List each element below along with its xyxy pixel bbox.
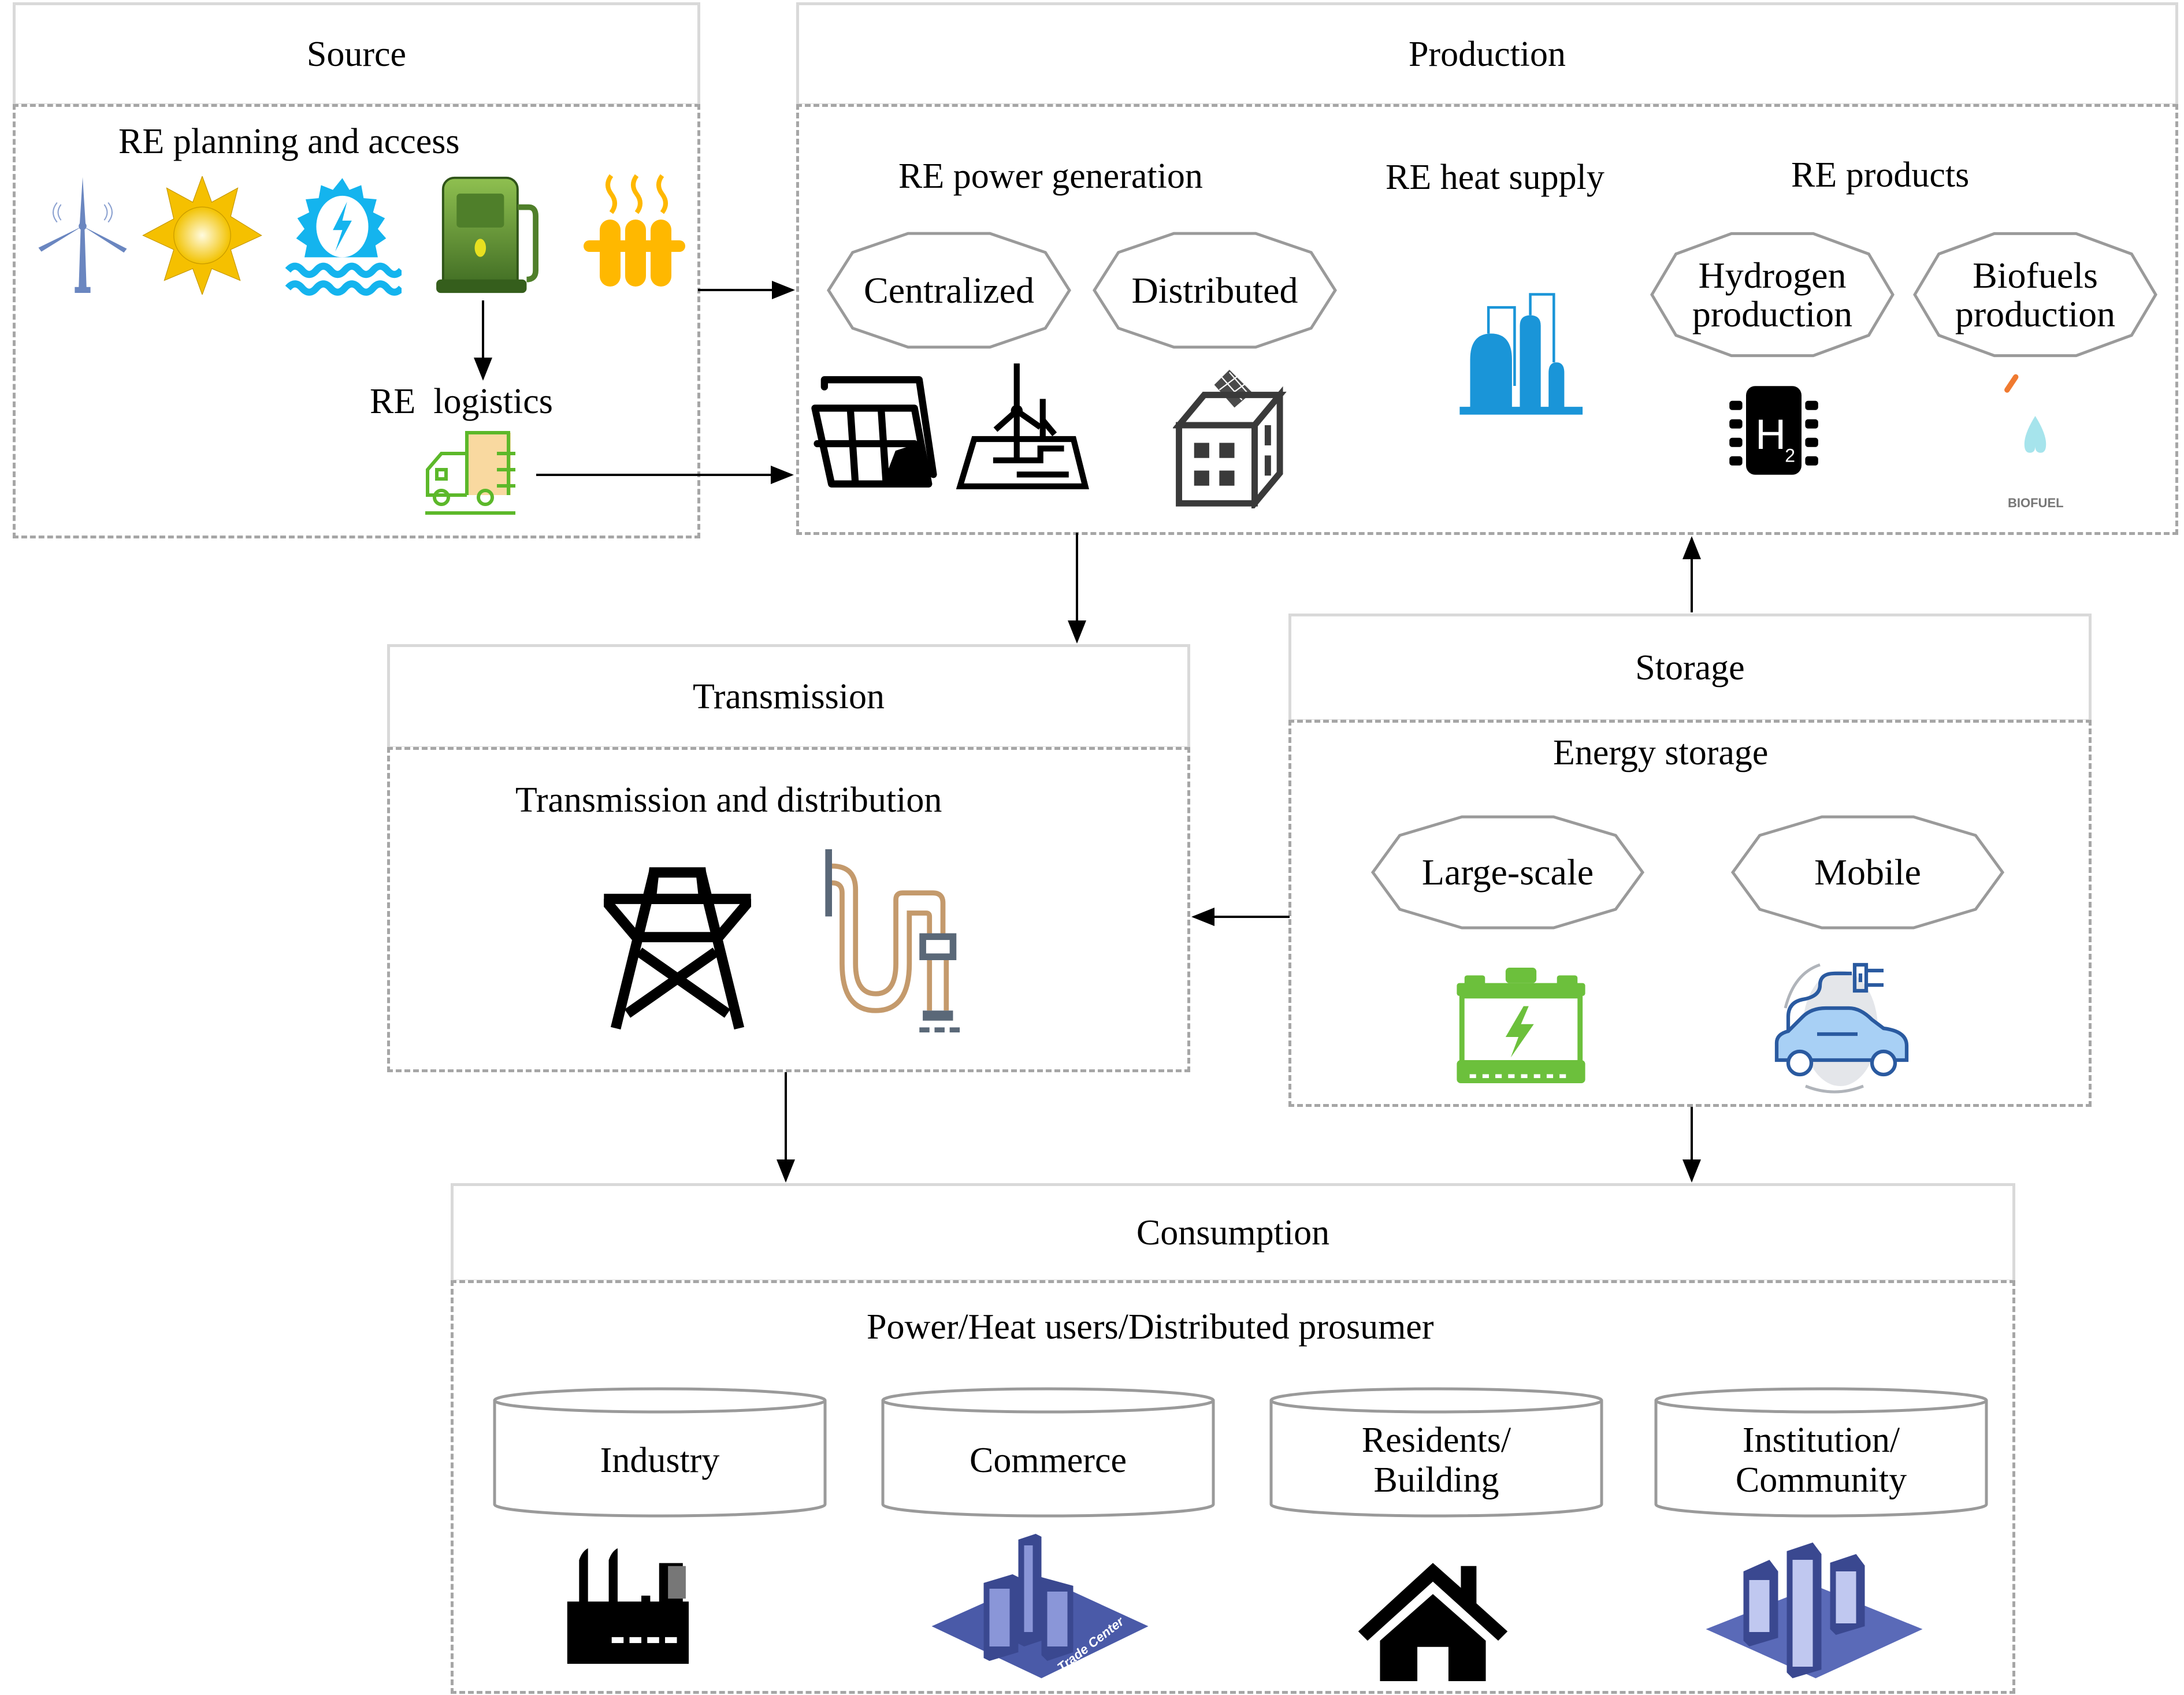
biofuel-pump-icon <box>430 173 546 298</box>
production-header: Production <box>796 2 2178 106</box>
biofuels-text: Biofuels production <box>1955 254 2116 334</box>
biofuel-drop-icon <box>1996 373 2066 459</box>
octagon-outline <box>1093 232 1337 349</box>
transmission-body <box>387 747 1190 1072</box>
user-commerce-label: Commerce <box>969 1440 1127 1480</box>
option-distributed: Distributed <box>1092 231 1338 350</box>
residents-line2: Building <box>1373 1460 1499 1500</box>
re-planning-label: RE planning and access <box>118 122 460 161</box>
option-distributed-label: Distributed <box>1131 269 1298 311</box>
octagon-outline <box>1370 815 1645 930</box>
institution-line1: Institution/ <box>1742 1421 1900 1460</box>
storage-header: Storage <box>1288 614 2092 722</box>
re-logistics-label: RE logistics <box>370 382 553 421</box>
wind-farm-icon <box>956 361 1089 491</box>
cylinder-outline <box>1269 1387 1603 1518</box>
cylinder-outline <box>1654 1387 1988 1518</box>
option-centralized: Centralized <box>826 231 1072 350</box>
production-title: Production <box>1408 34 1566 74</box>
option-biofuels-label: Biofuels production <box>1912 231 2158 358</box>
pipeline-icon <box>819 849 993 1034</box>
option-hydrogen-production: Hydrogen production <box>1650 231 1895 358</box>
user-residents-building: Residents/Building <box>1269 1387 1604 1518</box>
re-power-generation-label: RE power generation <box>898 157 1203 196</box>
source-title: Source <box>306 34 407 74</box>
commercial-buildings-icon: Trade Center <box>930 1534 1150 1678</box>
option-large-scale-label: Large-scale <box>1421 852 1594 893</box>
hydrogen-text: Hydrogen production <box>1692 254 1853 334</box>
apartment-blocks-icon <box>1704 1537 1924 1681</box>
rooftop-solar-building-icon <box>1173 370 1288 508</box>
transmission-title: Transmission <box>693 676 885 716</box>
hydrogen-chip-icon: H 2 <box>1725 384 1823 477</box>
wind-turbine-icon <box>34 173 132 295</box>
heat-plant-tanks-icon <box>1456 292 1589 416</box>
power-tower-icon <box>604 867 751 1031</box>
cylinder-outline <box>493 1387 827 1518</box>
sun-icon <box>142 176 263 295</box>
storage-title: Storage <box>1635 648 1745 687</box>
option-mobile-label: Mobile <box>1814 852 1921 893</box>
source-header: Source <box>13 2 700 106</box>
consumption-title: Consumption <box>1136 1213 1330 1252</box>
consumption-header: Consumption <box>451 1183 2015 1283</box>
hydropower-icon <box>283 173 402 298</box>
solar-farm-icon <box>809 373 942 491</box>
geothermal-heat-icon <box>577 173 692 289</box>
option-centralized-label: Centralized <box>864 269 1034 311</box>
factory-icon <box>566 1548 716 1664</box>
octagon-outline <box>827 232 1071 349</box>
delivery-truck-icon <box>421 430 536 517</box>
power-heat-users-label: Power/Heat users/Distributed prosumer <box>867 1307 1434 1347</box>
option-large-scale: Large-scale <box>1370 815 1645 930</box>
user-industry: Industry <box>492 1387 827 1518</box>
residents-line1: Residents/ <box>1361 1421 1511 1460</box>
hydrogen-sub: 2 <box>1785 445 1795 466</box>
option-biofuels-production: Biofuels production <box>1912 231 2158 358</box>
energy-storage-label: Energy storage <box>1553 733 1769 772</box>
transmission-distribution-label: Transmission and distribution <box>515 780 942 820</box>
user-institution-community: Institution/Community <box>1654 1387 1989 1518</box>
electric-car-icon <box>1768 956 1927 1095</box>
transmission-header: Transmission <box>387 644 1190 749</box>
user-institution-label: Institution/Community <box>1654 1415 1989 1505</box>
octagon-outline <box>1730 815 2005 930</box>
user-commerce: Commerce <box>881 1387 1216 1518</box>
octagon-outline <box>1913 232 2157 358</box>
source-body <box>13 104 700 538</box>
re-products-label: RE products <box>1791 155 1970 195</box>
option-hydrogen-label: Hydrogen production <box>1650 231 1895 358</box>
institution-line2: Community <box>1735 1460 1907 1500</box>
octagon-outline <box>1650 232 1895 358</box>
hydrogen-h: H <box>1755 410 1786 458</box>
biofuel-caption: BIOFUEL <box>2008 496 2064 510</box>
option-mobile: Mobile <box>1730 815 2005 930</box>
re-heat-supply-label: RE heat supply <box>1386 158 1604 197</box>
cylinder-outline <box>881 1387 1215 1518</box>
user-industry-label: Industry <box>600 1440 720 1480</box>
user-residents-label: Residents/Building <box>1269 1415 1604 1505</box>
battery-icon <box>1456 968 1586 1083</box>
house-icon <box>1352 1560 1514 1681</box>
